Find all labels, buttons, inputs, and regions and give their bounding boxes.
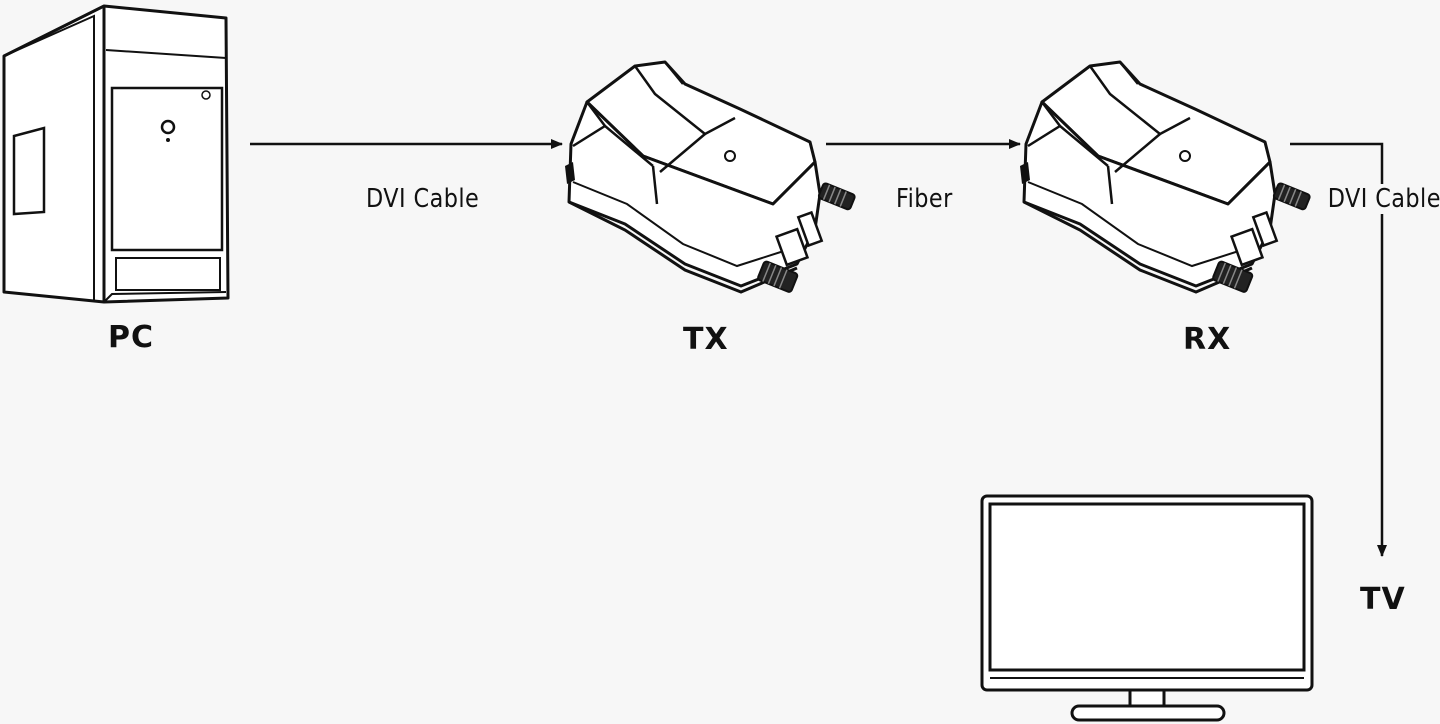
pc-tower-icon	[2, 4, 230, 304]
tx-label: TX	[683, 322, 729, 357]
tx-device-icon	[563, 60, 858, 295]
tx-to-rx-cable-label: Fiber	[896, 184, 953, 214]
rx-to-tv-cable-label: DVI Cable	[1326, 184, 1440, 214]
rx-device-icon	[1018, 60, 1313, 295]
rx-label: RX	[1183, 322, 1232, 357]
pc-to-tx-cable-label: DVI Cable	[366, 184, 480, 214]
pc-label: PC	[108, 320, 155, 355]
rx-to-tv-arrow	[1290, 142, 1387, 557]
tv-icon	[980, 494, 1314, 722]
tv-label: TV	[1360, 582, 1406, 617]
